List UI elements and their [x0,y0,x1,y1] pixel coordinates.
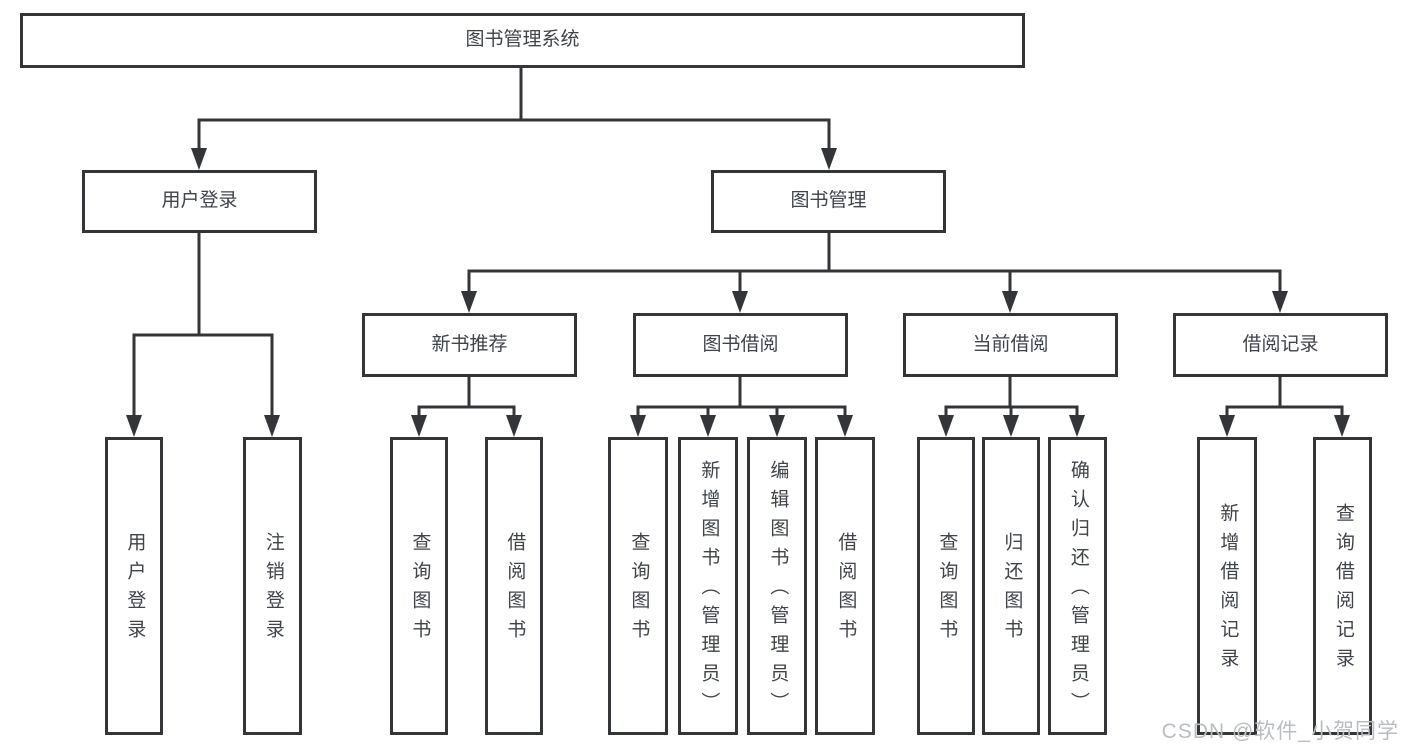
leaf-add-borrow-record: 新增借阅记录 [1197,437,1257,735]
connector-borrow-records-to-leaves [1225,375,1344,419]
leaf-add-book-admin: 新增图书（管理员） [678,437,738,735]
node-book-borrow: 图书借阅 [633,313,848,377]
leaf-confirm-return-admin: 确认归还（管理员） [1048,437,1107,735]
connector-root-to-level2 [197,66,831,152]
connector-current-borrow-to-leaves [944,375,1079,419]
leaf-return-book: 归还图书 [982,437,1040,735]
node-new-book-rec: 新书推荐 [362,313,577,377]
connector-new-book-rec-to-leaves [417,375,516,419]
watermark: CSDN @软件_小贺同学 [1161,720,1399,743]
leaf-query-borrow-record: 查询借阅记录 [1313,437,1372,735]
leaf-query-books-2: 查询图书 [608,437,668,735]
leaf-query-books-3: 查询图书 [917,437,975,735]
leaf-logout: 注销登录 [243,437,302,735]
node-book-mgmt: 图书管理 [711,170,946,233]
leaf-query-books-1: 查询图书 [390,437,448,735]
connector-user-login-to-leaves [132,231,274,419]
leaf-borrow-books-1: 借阅图书 [485,437,543,735]
node-root: 图书管理系统 [20,13,1025,68]
arrowheads [126,148,1350,437]
leaf-borrow-books-2: 借阅图书 [815,437,875,735]
node-current-borrow: 当前借阅 [903,313,1118,377]
connector-book-borrow-to-leaves [636,375,847,419]
node-borrow-records: 借阅记录 [1173,313,1388,377]
leaf-edit-book-admin: 编辑图书（管理员） [747,437,807,735]
node-user-login: 用户登录 [82,170,317,233]
connector-book-mgmt-to-level3 [467,231,1282,295]
leaf-user-login: 用户登录 [105,437,163,735]
